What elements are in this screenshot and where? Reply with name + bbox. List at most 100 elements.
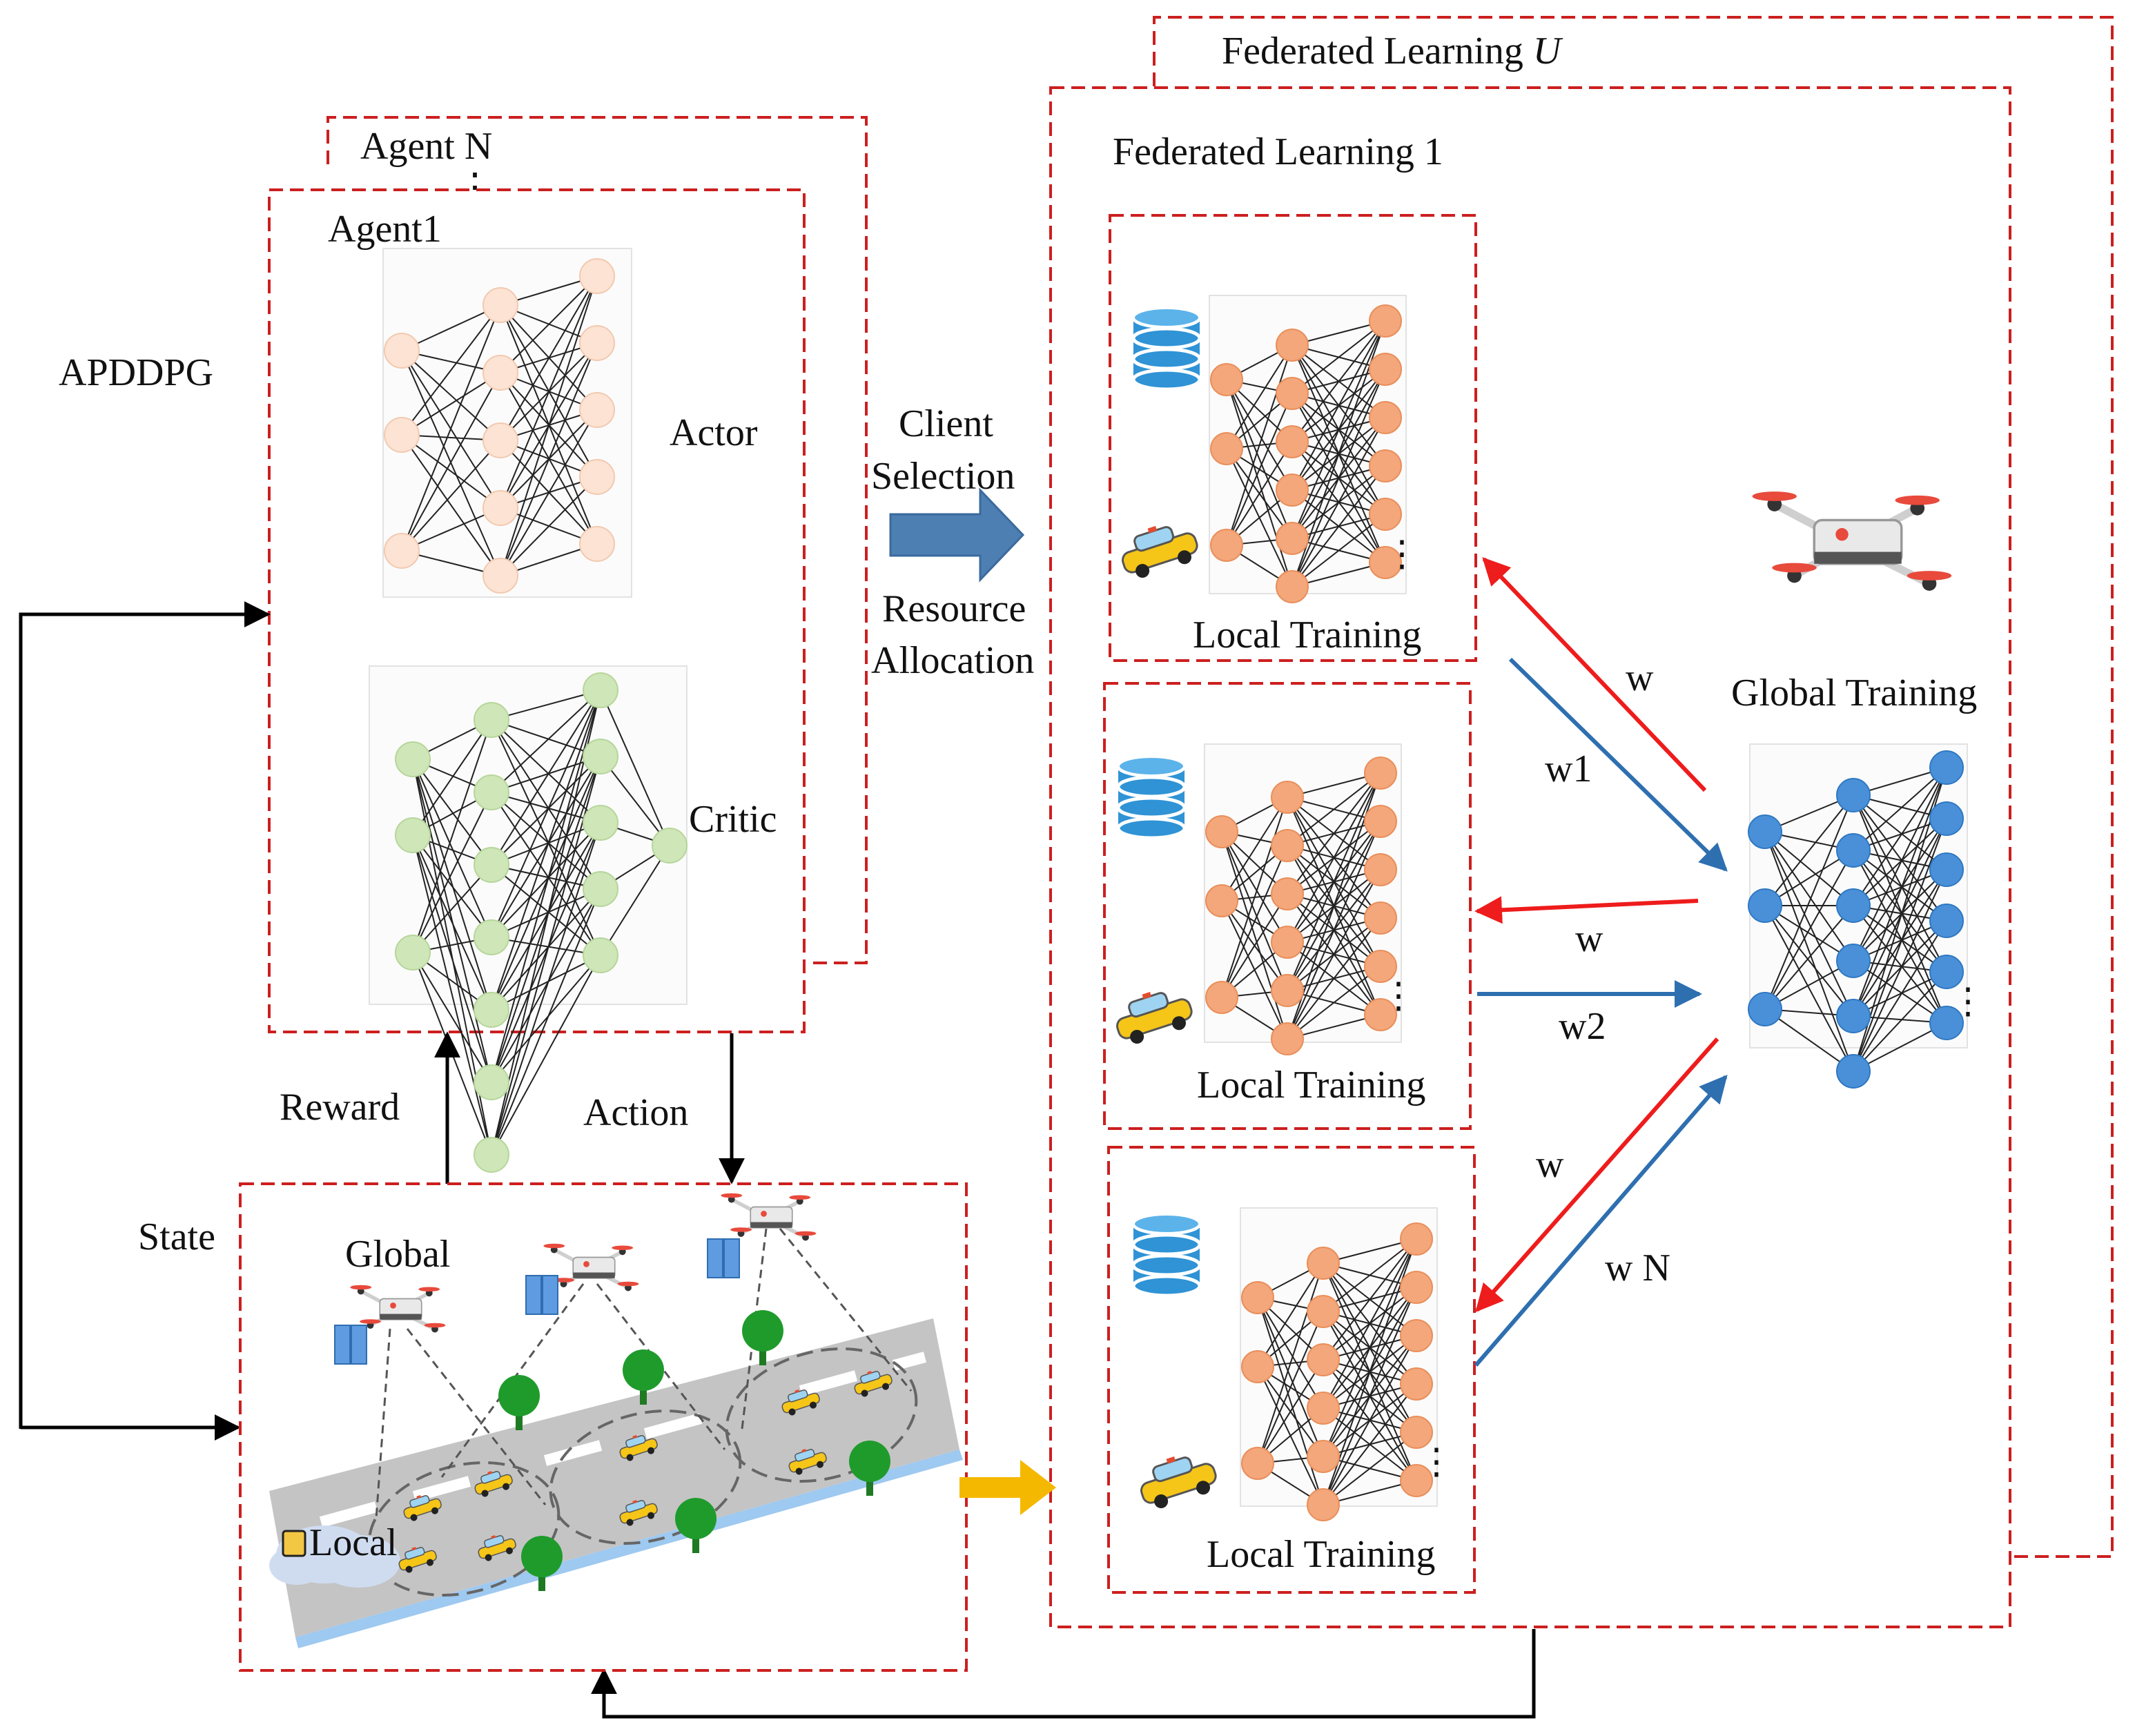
network-edge <box>491 888 601 1011</box>
network-edge <box>491 822 601 866</box>
car-wheel <box>795 1467 803 1475</box>
car-wheel <box>1171 1016 1186 1031</box>
network-edge <box>491 690 601 1155</box>
network-node <box>474 1137 509 1173</box>
network-node <box>1241 1447 1274 1480</box>
network-edge <box>500 476 598 576</box>
network-edge <box>1323 1238 1417 1360</box>
tree-crown <box>521 1536 563 1577</box>
network-node <box>1205 981 1238 1014</box>
network-edge <box>1853 850 1947 921</box>
network-edge <box>1323 1432 1417 1505</box>
local-network-1 <box>1210 304 1402 603</box>
network-edge <box>600 690 670 846</box>
network-edge <box>1853 960 1947 1024</box>
state-feedback-to-agent-arrow <box>19 601 271 1429</box>
network-node <box>1369 449 1402 482</box>
car-wheel <box>626 1519 634 1526</box>
network-node <box>579 392 615 428</box>
network-edge <box>412 952 492 1083</box>
drone-propeller <box>350 1285 372 1290</box>
server-icon <box>707 1238 740 1278</box>
drone-propeller <box>617 1281 639 1287</box>
car-wheel <box>505 1547 513 1554</box>
network-edge <box>1853 905 1947 973</box>
network-node <box>1929 750 1964 785</box>
network-edge <box>1221 845 1288 998</box>
network-node <box>1307 1488 1340 1521</box>
network-edge <box>412 835 492 1083</box>
network-node <box>583 937 618 973</box>
reward-label: Reward <box>280 1086 400 1129</box>
local-network-3 <box>1241 1222 1433 1521</box>
network-edge <box>1853 920 1947 1017</box>
tree-crown <box>849 1441 890 1482</box>
network-node <box>583 805 618 841</box>
network-node <box>1836 833 1871 868</box>
car-light <box>632 1500 638 1504</box>
network-node <box>395 817 431 853</box>
car-light <box>1142 992 1152 999</box>
client-selection-label-2: Selection <box>871 455 1015 498</box>
car-light <box>416 1495 422 1499</box>
database-ring <box>1116 775 1187 799</box>
network-edge <box>1287 772 1381 943</box>
server-unit <box>334 1325 351 1365</box>
w-label-2: w <box>1575 917 1603 960</box>
network-node <box>474 774 509 810</box>
network-edge <box>1291 465 1386 587</box>
network-edge <box>1853 850 1947 973</box>
car-wheel <box>788 1408 796 1416</box>
drone-propeller <box>424 1323 446 1328</box>
actor-label: Actor <box>670 411 758 454</box>
agent-n-label: Agent N <box>360 125 492 168</box>
server-unit <box>542 1275 558 1315</box>
network-edge <box>1764 831 1854 1072</box>
network-edge <box>491 822 601 938</box>
road-edge <box>295 1450 963 1648</box>
network-edge <box>500 275 598 576</box>
network-edge <box>1323 1238 1417 1409</box>
network-node <box>474 919 509 955</box>
algorithm-label: APDDPG <box>59 351 213 394</box>
tree-crown <box>498 1375 540 1416</box>
network-edge <box>401 350 501 441</box>
network-edge <box>491 719 601 956</box>
network-edge <box>1291 417 1386 587</box>
network-node <box>1836 999 1871 1033</box>
drone-icon <box>721 1193 817 1241</box>
network-node <box>1836 944 1871 978</box>
network-edge <box>1853 818 1947 906</box>
network-edge <box>500 342 598 576</box>
drone-light <box>761 1211 767 1217</box>
wn-label: w N <box>1605 1247 1670 1289</box>
car-light <box>491 1535 496 1539</box>
network-node <box>1929 852 1964 887</box>
network-node <box>1271 877 1304 910</box>
network-edge <box>1853 767 1947 906</box>
network-edge <box>1853 767 1947 962</box>
network-edge <box>1764 850 1854 1010</box>
network-node <box>1210 432 1243 465</box>
network-node <box>1307 1440 1340 1473</box>
car-light <box>801 1449 807 1453</box>
database-ring <box>1131 368 1202 391</box>
database-icon <box>1131 306 1202 391</box>
network-edge <box>1764 831 1854 1017</box>
network-node <box>1276 570 1309 603</box>
network-edge <box>1287 821 1381 1040</box>
drone-icon <box>350 1285 446 1333</box>
network-edge <box>1764 850 1854 906</box>
federated-return-arrow <box>591 1629 1536 1719</box>
tree-crown <box>742 1310 783 1352</box>
network-node <box>1276 329 1309 362</box>
network-edge <box>491 719 601 823</box>
database-top <box>1117 755 1186 777</box>
car-light <box>632 1435 638 1439</box>
network-edge <box>412 719 492 953</box>
drone-propeller <box>721 1193 743 1198</box>
database-top <box>1132 1213 1201 1235</box>
w-arrow-to-client-3 <box>1475 1037 1719 1312</box>
w-label-1: w <box>1626 656 1654 699</box>
